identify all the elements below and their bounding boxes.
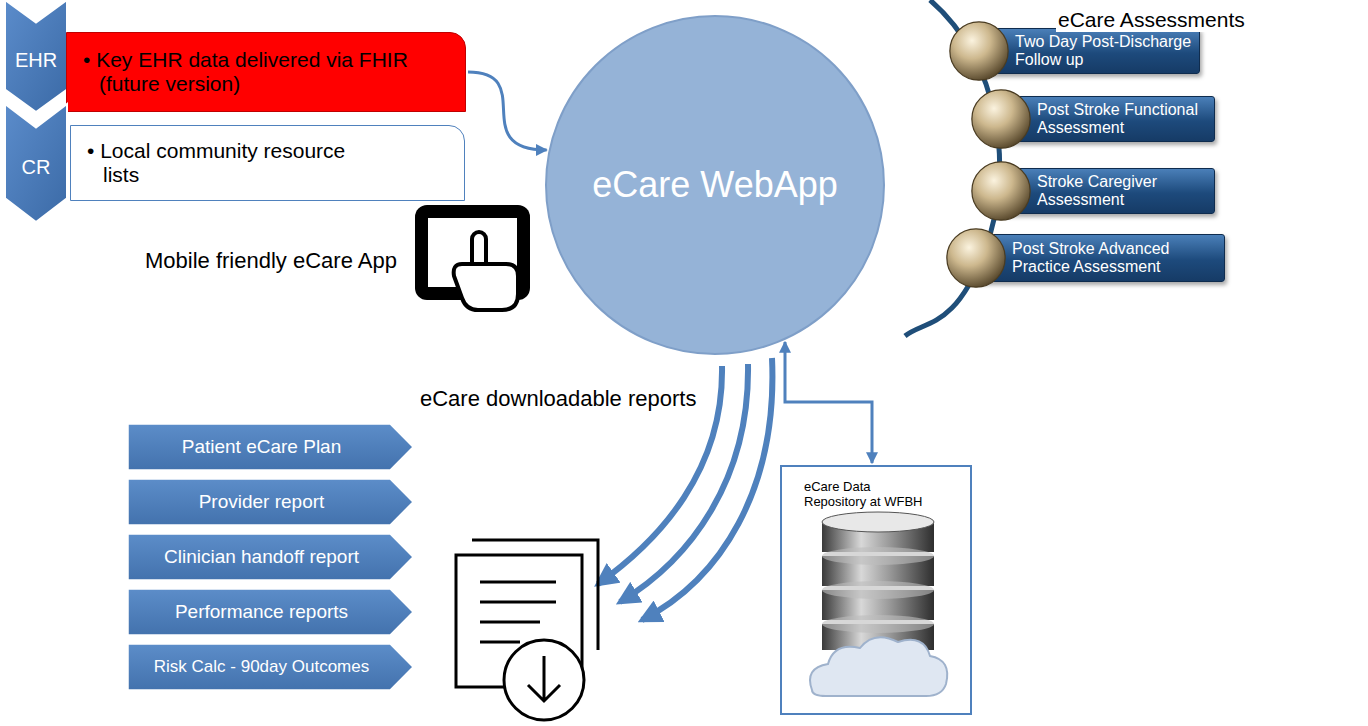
sphere-shape	[948, 20, 1010, 82]
app-circle: eCare WebApp	[545, 15, 885, 355]
database-icon	[810, 512, 947, 696]
repository-box: eCare Data Repository at WFBH	[780, 465, 972, 715]
node-text: Two Day Post-Discharge Follow up	[1015, 33, 1193, 69]
node-text: eCare Data Repository at WFBH	[804, 479, 934, 509]
node-text: Patient eCare Plan	[182, 436, 342, 458]
node-text: Risk Calc - 90day Outcomes	[154, 657, 369, 677]
assessment-bar: Stroke Caregiver Assessment	[1000, 168, 1215, 214]
report-arrow: Risk Calc - 90day Outcomes	[128, 644, 413, 690]
source-chevron: EHR	[5, 0, 67, 112]
icon-caption: Mobile friendly eCare App	[143, 248, 399, 274]
node-text: Clinician handoff report	[164, 546, 359, 568]
node-text: • Local community resource lists	[103, 139, 353, 187]
assessment-bar: Post Stroke Functional Assessment	[1000, 96, 1215, 142]
source-box: • Local community resource lists	[70, 125, 465, 201]
connector-arrow	[468, 72, 547, 150]
node-text: Performance reports	[175, 601, 348, 623]
node-text: Post Stroke Functional Assessment	[1037, 101, 1208, 137]
connector-arrow	[785, 342, 872, 463]
section-title: eCare downloadable reports	[418, 386, 698, 412]
report-arrow: Clinician handoff report	[128, 534, 413, 580]
assessment-bar: Two Day Post-Discharge Follow up	[978, 28, 1200, 74]
report-arrow: Performance reports	[128, 589, 413, 635]
section-title: eCare Assessments	[1056, 8, 1247, 32]
node-text: eCare WebApp	[592, 164, 837, 206]
document-icon	[456, 540, 598, 720]
node-text: • Key EHR data delivered via FHIR (futur…	[99, 48, 453, 96]
node-text: Stroke Caregiver Assessment	[1037, 173, 1208, 209]
sphere-shape	[970, 160, 1032, 222]
report-arrow: Patient eCare Plan	[128, 424, 413, 470]
sphere-shape	[970, 88, 1032, 150]
tablet-icon	[415, 205, 530, 310]
node-text: CR	[22, 156, 51, 179]
node-text: Post Stroke Advanced Practice Assessment	[1012, 240, 1218, 276]
sphere-shape	[945, 227, 1007, 289]
assessment-bar: Post Stroke Advanced Practice Assessment	[975, 234, 1225, 282]
source-chevron: CR	[5, 104, 67, 222]
node-text: Provider report	[199, 491, 325, 513]
node-text: EHR	[15, 49, 57, 72]
source-box: • Key EHR data delivered via FHIR (futur…	[66, 32, 466, 112]
report-arrow: Provider report	[128, 479, 413, 525]
